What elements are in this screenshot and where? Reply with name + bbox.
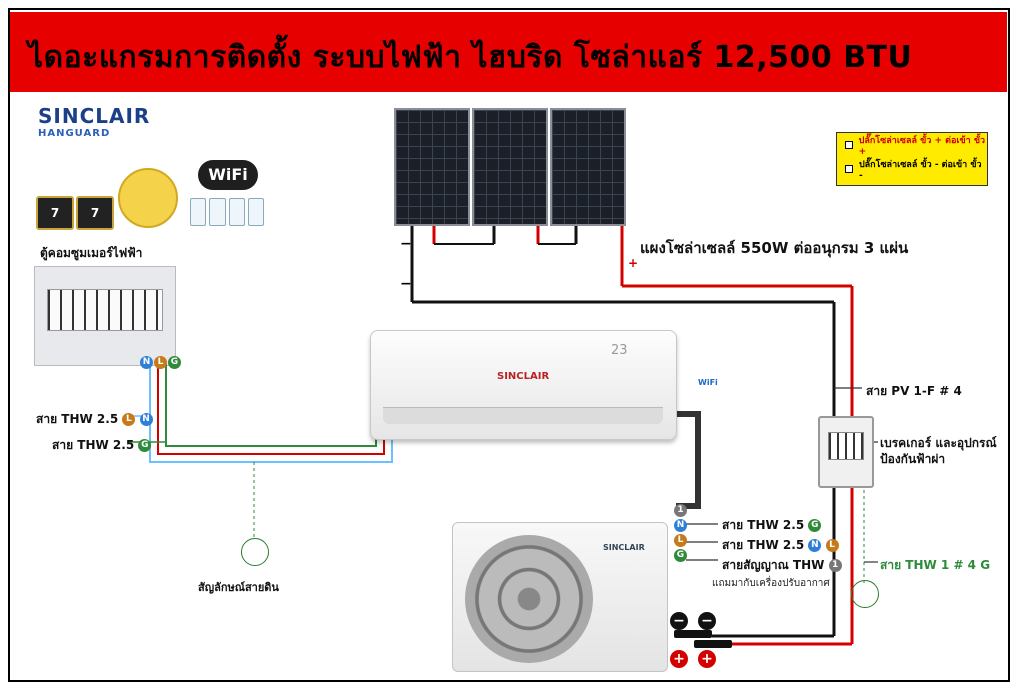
- outdoor-signal-text: สายสัญญาณ THW: [722, 558, 825, 572]
- title-bar: ไดอะแกรมการติดตั้ง ระบบไฟฟ้า ไฮบริด โซล่…: [10, 12, 1007, 92]
- ground-symbol-label: สัญลักษณ์สายดิน: [198, 581, 279, 594]
- outdoor-signal-label: สายสัญญาณ THW 1: [722, 556, 842, 575]
- fan-icon: [465, 535, 593, 663]
- indoor-wire-2-text: สาย THW 2.5: [52, 438, 135, 452]
- badge-l: L: [154, 356, 167, 369]
- minus-icon: −: [400, 276, 412, 292]
- badge-1: 1: [674, 504, 687, 517]
- ac-temp-display: 23: [611, 343, 628, 358]
- wifi-icon: WiFi: [698, 378, 718, 387]
- warranty-badge: 7: [36, 196, 74, 230]
- thw-ground-label: สาย THW 1 # 4 G: [880, 558, 991, 572]
- badge-n: N: [808, 539, 822, 552]
- outdoor-ac-unit: SINCLAIR: [452, 522, 668, 672]
- indoor-wire-label-ln: สาย THW 2.5 L N: [36, 410, 153, 429]
- minus-icon: −: [698, 612, 716, 630]
- outdoor-wire-2-text: สาย THW 2.5: [722, 538, 805, 552]
- brand-logo-sub: HANGUARD: [38, 128, 111, 139]
- breaker-label-2: ป้องกันฟ้าผ่า: [880, 452, 946, 466]
- solar-panel: [394, 108, 470, 226]
- warranty-badge: 7: [76, 196, 114, 230]
- solar-panel: [472, 108, 548, 226]
- plus-icon: +: [670, 650, 688, 668]
- pv-wire-label: สาย PV 1-F # 4: [866, 384, 962, 398]
- badge-g: G: [138, 439, 152, 452]
- legend-negative: ปลั๊กโซล่าเซลล์ ขั้ว - ต่อเข้า ขั้ว -: [858, 160, 982, 181]
- outdoor-brand: SINCLAIR: [603, 543, 645, 552]
- badge-1: 1: [828, 559, 842, 572]
- indoor-ac-unit: 23 SINCLAIR: [370, 330, 677, 440]
- indoor-wire-label-g: สาย THW 2.5 G: [52, 436, 152, 455]
- plus-icon: +: [628, 256, 639, 270]
- legend-positive: ปลั๊กโซล่าเซลล์ ขั้ว + ต่อเข้า ขั้ว +: [858, 136, 986, 157]
- outdoor-wire-label-g: สาย THW 2.5 G: [722, 516, 822, 535]
- minus-icon: −: [400, 236, 412, 252]
- badge-g: G: [808, 519, 822, 532]
- consumer-unit-label: ตู้คอมซูมเมอร์ไฟฟ้า: [40, 246, 143, 260]
- brand-logo: SINCLAIR HANGUARD: [38, 104, 150, 139]
- wifi-logo: WiFi: [198, 160, 258, 190]
- badge-n: N: [674, 519, 687, 532]
- outdoor-note: แถมมากับเครื่องปรับอากาศ: [712, 578, 830, 589]
- consumer-unit: [34, 266, 176, 366]
- badge-l: L: [674, 534, 687, 547]
- solar-panel-label: แผงโซล่าเซลล์ 550W ต่ออนุกรม 3 แผ่น: [640, 239, 909, 257]
- plus-icon: +: [698, 650, 716, 668]
- badge-g: G: [168, 356, 181, 369]
- dc-breaker-box: [818, 416, 874, 488]
- solar-panel: [550, 108, 626, 226]
- outdoor-wire-1-text: สาย THW 2.5: [722, 518, 805, 532]
- breaker-label-1: เบรคเกอร์ และอุปกรณ์: [880, 436, 997, 450]
- indoor-wire-1-text: สาย THW 2.5: [36, 412, 119, 426]
- badge-n: N: [139, 413, 153, 426]
- badge-l: L: [122, 413, 136, 426]
- ac-vent: [383, 407, 663, 424]
- brand-logo-text: SINCLAIR: [38, 104, 151, 128]
- ground-symbol-icon: [241, 538, 269, 566]
- ac-brand: SINCLAIR: [497, 371, 550, 382]
- certification-seal-icon: [118, 168, 178, 228]
- badge-l: L: [825, 539, 839, 552]
- app-screens-icon: [190, 198, 264, 226]
- polarity-legend: ปลั๊กโซล่าเซลล์ ขั้ว + ต่อเข้า ขั้ว + ปล…: [836, 132, 988, 186]
- outdoor-wire-label-ln: สาย THW 2.5 N L: [722, 536, 839, 555]
- minus-icon: −: [670, 612, 688, 630]
- page-title: ไดอะแกรมการติดตั้ง ระบบไฟฟ้า ไฮบริด โซล่…: [28, 40, 913, 75]
- badge-n: N: [140, 356, 153, 369]
- badge-g: G: [674, 549, 687, 562]
- ground-symbol-icon: [851, 580, 879, 608]
